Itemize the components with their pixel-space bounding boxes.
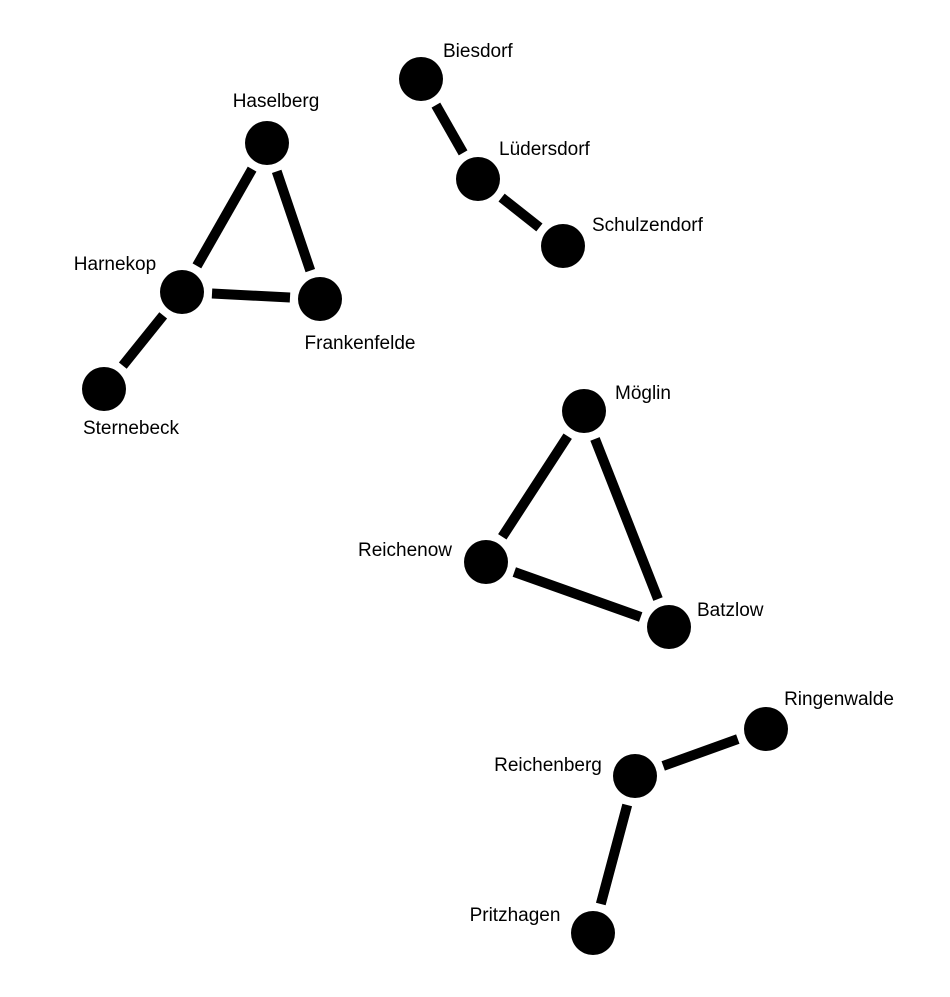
node-label-moeglin: Möglin: [615, 383, 671, 404]
node-ringenwalde: [744, 707, 788, 751]
node-haselberg: [245, 121, 289, 165]
node-label-luedersdorf: Lüdersdorf: [499, 139, 591, 160]
node-biesdorf: [399, 57, 443, 101]
node-label-pritzhagen: Pritzhagen: [470, 905, 561, 926]
node-label-schulzendorf: Schulzendorf: [592, 215, 704, 236]
node-label-sternebeck: Sternebeck: [83, 418, 180, 439]
edge-reichenberg-pritzhagen: [595, 803, 633, 906]
edge-moeglin-reichenow: [498, 433, 572, 540]
node-schulzendorf: [541, 224, 585, 268]
node-label-reichenberg: Reichenberg: [494, 755, 602, 776]
node-frankenfelde: [298, 277, 342, 321]
edges-layer: [118, 102, 740, 906]
node-label-frankenfelde: Frankenfelde: [305, 333, 416, 354]
edge-haselberg-frankenfelde: [271, 169, 316, 273]
nodes-layer: [82, 57, 788, 955]
edge-luedersdorf-schulzendorf: [498, 193, 543, 232]
node-label-ringenwalde: Ringenwalde: [784, 689, 894, 710]
node-moeglin: [562, 389, 606, 433]
node-label-biesdorf: Biesdorf: [443, 41, 513, 62]
node-label-haselberg: Haselberg: [233, 91, 320, 112]
node-luedersdorf: [456, 157, 500, 201]
edge-haselberg-harnekop: [192, 166, 257, 269]
node-reichenow: [464, 540, 508, 584]
node-pritzhagen: [571, 911, 615, 955]
edge-harnekop-sternebeck: [118, 312, 168, 369]
node-harnekop: [160, 270, 204, 314]
node-sternebeck: [82, 367, 126, 411]
edge-harnekop-frankenfelde: [211, 288, 291, 303]
node-label-harnekop: Harnekop: [74, 254, 156, 275]
node-batzlow: [647, 605, 691, 649]
edge-reichenberg-ringenwalde: [661, 734, 740, 771]
node-label-batzlow: Batzlow: [697, 600, 764, 621]
node-reichenberg: [613, 754, 657, 798]
edge-moeglin-batzlow: [590, 437, 663, 601]
node-label-reichenow: Reichenow: [358, 540, 452, 561]
edge-biesdorf-luedersdorf: [431, 102, 468, 156]
edge-reichenow-batzlow: [512, 567, 643, 622]
